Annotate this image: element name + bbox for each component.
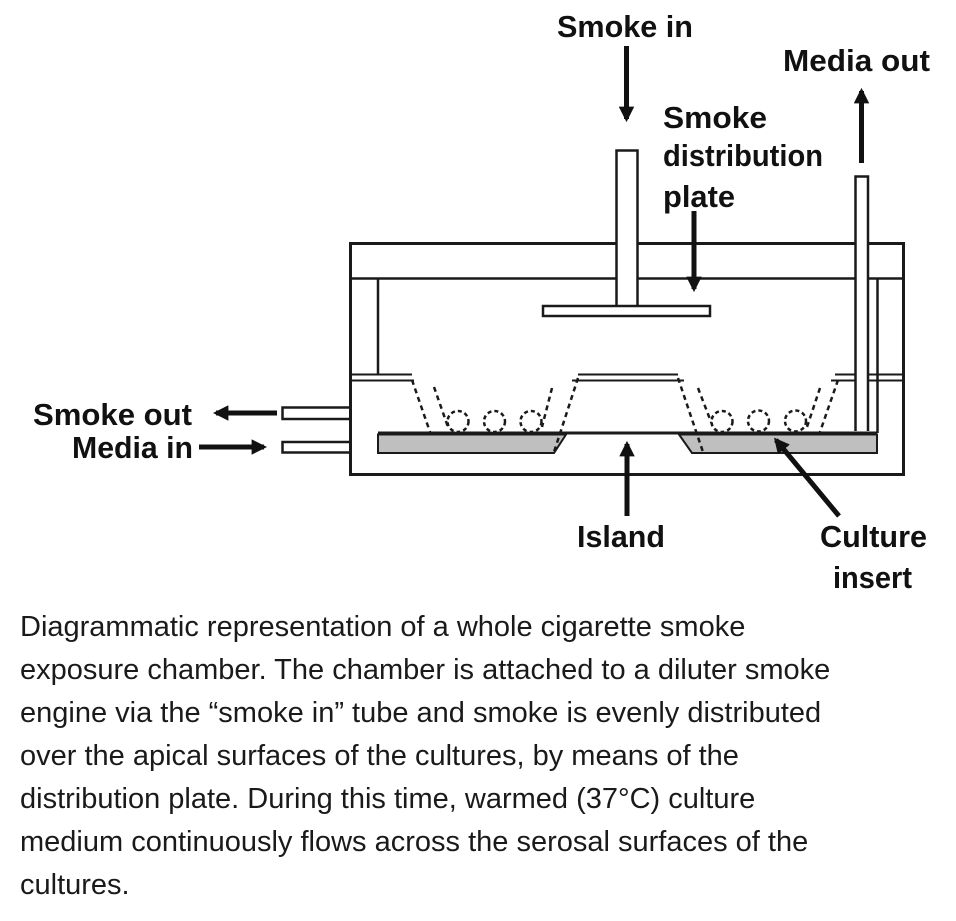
caption-line: over the apical surfaces of the cultures… — [20, 740, 739, 772]
caption-line: cultures. — [20, 869, 130, 901]
culture-insert-left-wall-inner-right — [540, 387, 554, 428]
cell-culture-circles-left — [446, 409, 543, 434]
distribution-plate-label-line2: distribution — [663, 138, 823, 173]
smoke-out-label: Smoke out — [33, 397, 192, 432]
distribution-plate-label-line3: plate — [663, 179, 735, 214]
caption-line: Diagrammatic representation of a whole c… — [20, 611, 746, 643]
media-out-tube — [854, 175, 870, 431]
media-in-tube — [281, 440, 349, 454]
insert-plate-ledge-left — [350, 373, 414, 382]
media-out-label: Media out — [783, 43, 930, 78]
caption-line: engine via the “smoke in” tube and smoke… — [20, 697, 822, 729]
smoke-in-tube — [615, 149, 639, 307]
culture-insert-left-wall-inner-left — [432, 386, 450, 428]
culture-insert-right-wall-outer-left — [676, 377, 705, 453]
caption-line: distribution plate. During this time, wa… — [20, 783, 756, 815]
smoke-distribution-plate — [541, 304, 712, 318]
island-label: Island — [577, 519, 665, 554]
media-in-label: Media in — [72, 430, 193, 465]
distribution-plate-label-line1: Smoke — [663, 100, 767, 135]
smoke-in-label: Smoke in — [557, 9, 693, 44]
culture-insert-right-wall-inner-right — [805, 387, 822, 428]
smoke-exposure-chamber-diagram: Smoke in Media out Smoke distribution pl… — [33, 9, 930, 595]
culture-insert-label-line1: Culture — [820, 519, 927, 554]
caption-line: medium continuously flows across the ser… — [20, 826, 809, 858]
culture-insert-label-line2: insert — [833, 560, 912, 595]
caption-line: exposure chamber. The chamber is attache… — [20, 654, 831, 686]
culture-insert-left-wall-outer-left — [410, 379, 432, 433]
cell-culture-circles-right — [710, 409, 808, 434]
smoke-out-tube — [281, 406, 349, 421]
island-top-plate — [572, 373, 684, 382]
culture-insert-right-wall-outer-right — [818, 379, 840, 433]
figure-caption: Diagrammatic representation of a whole c… — [20, 606, 950, 907]
media-pool-left — [377, 433, 568, 454]
culture-insert-arrow — [774, 437, 841, 518]
culture-insert-left-wall-outer-right — [552, 377, 580, 453]
culture-insert-right-wall-inner-left — [696, 387, 715, 428]
